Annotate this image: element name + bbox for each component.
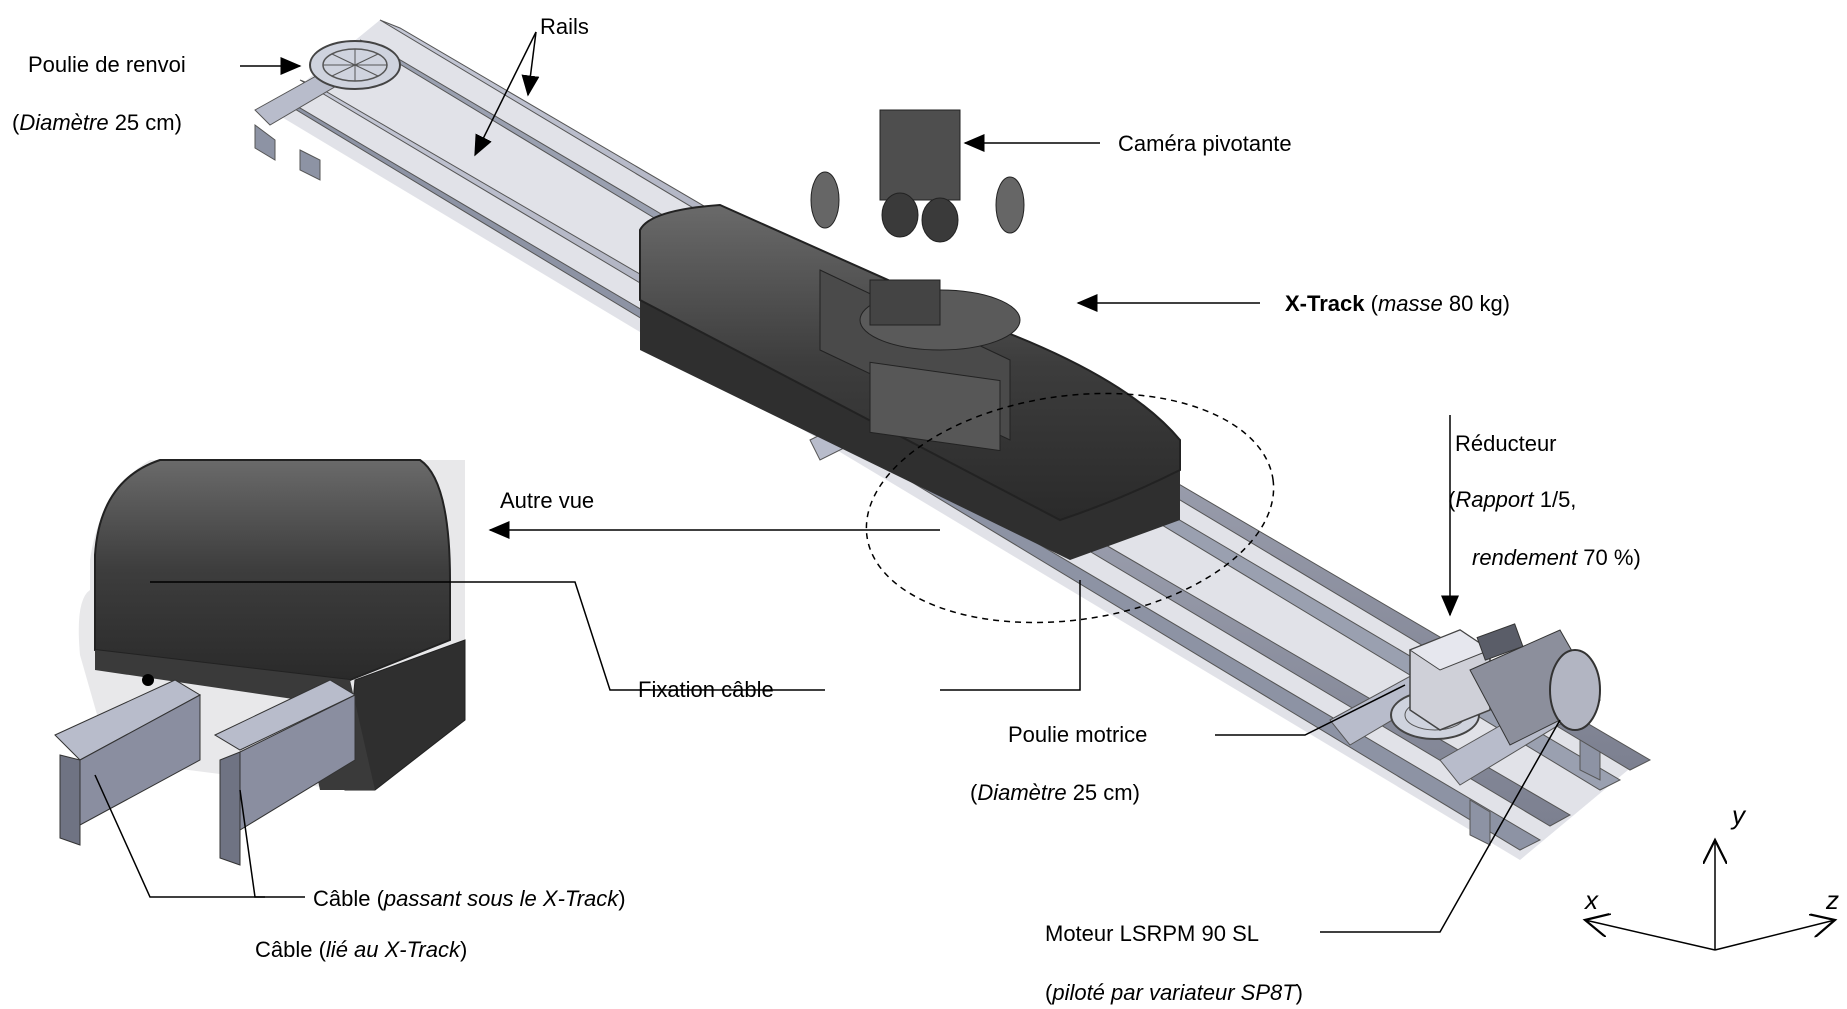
- motor-assembly: [1390, 623, 1601, 746]
- label-poulie-renvoi-diametre: (Diamètre 25 cm): [12, 110, 182, 135]
- axis-z-label: z: [1826, 885, 1839, 915]
- label-x-track: X-Track (masse 80 kg): [1285, 291, 1511, 316]
- label-moteur: Moteur LSRPM 90 SL: [1045, 921, 1259, 946]
- label-poulie-renvoi: Poulie de renvoi: [28, 52, 186, 77]
- axis-y-label: y: [1732, 800, 1745, 830]
- label-autre-vue: Autre vue: [500, 488, 595, 513]
- zoom-ellipse: [865, 392, 1275, 624]
- x-track-vehicle: [639, 109, 1181, 560]
- return-pulley: [309, 40, 401, 90]
- label-cable-passant: Câble (passant sous le X-Track): [313, 886, 626, 911]
- leader-lines: [94, 31, 1835, 951]
- label-reducteur: Réducteur: [1455, 431, 1557, 456]
- label-camera: Caméra pivotante: [1118, 131, 1292, 156]
- label-reducteur-rapport: (Rapport 1/5,: [1448, 487, 1577, 512]
- detail-view: [54, 459, 466, 866]
- label-rails: Rails: [540, 14, 589, 39]
- label-cable-lie: Câble (lié au X-Track): [255, 937, 468, 962]
- label-fixation-cable: Fixation câble: [638, 677, 774, 702]
- label-reducteur-rendement: rendement 70 %): [1472, 545, 1641, 570]
- label-poulie-motrice: Poulie motrice: [1008, 722, 1148, 747]
- axis-x-label: x: [1585, 885, 1598, 915]
- label-moteur-pilote: (piloté par variateur SP8T): [1045, 980, 1303, 1005]
- label-poulie-motrice-diametre: (Diamètre 25 cm): [970, 780, 1140, 805]
